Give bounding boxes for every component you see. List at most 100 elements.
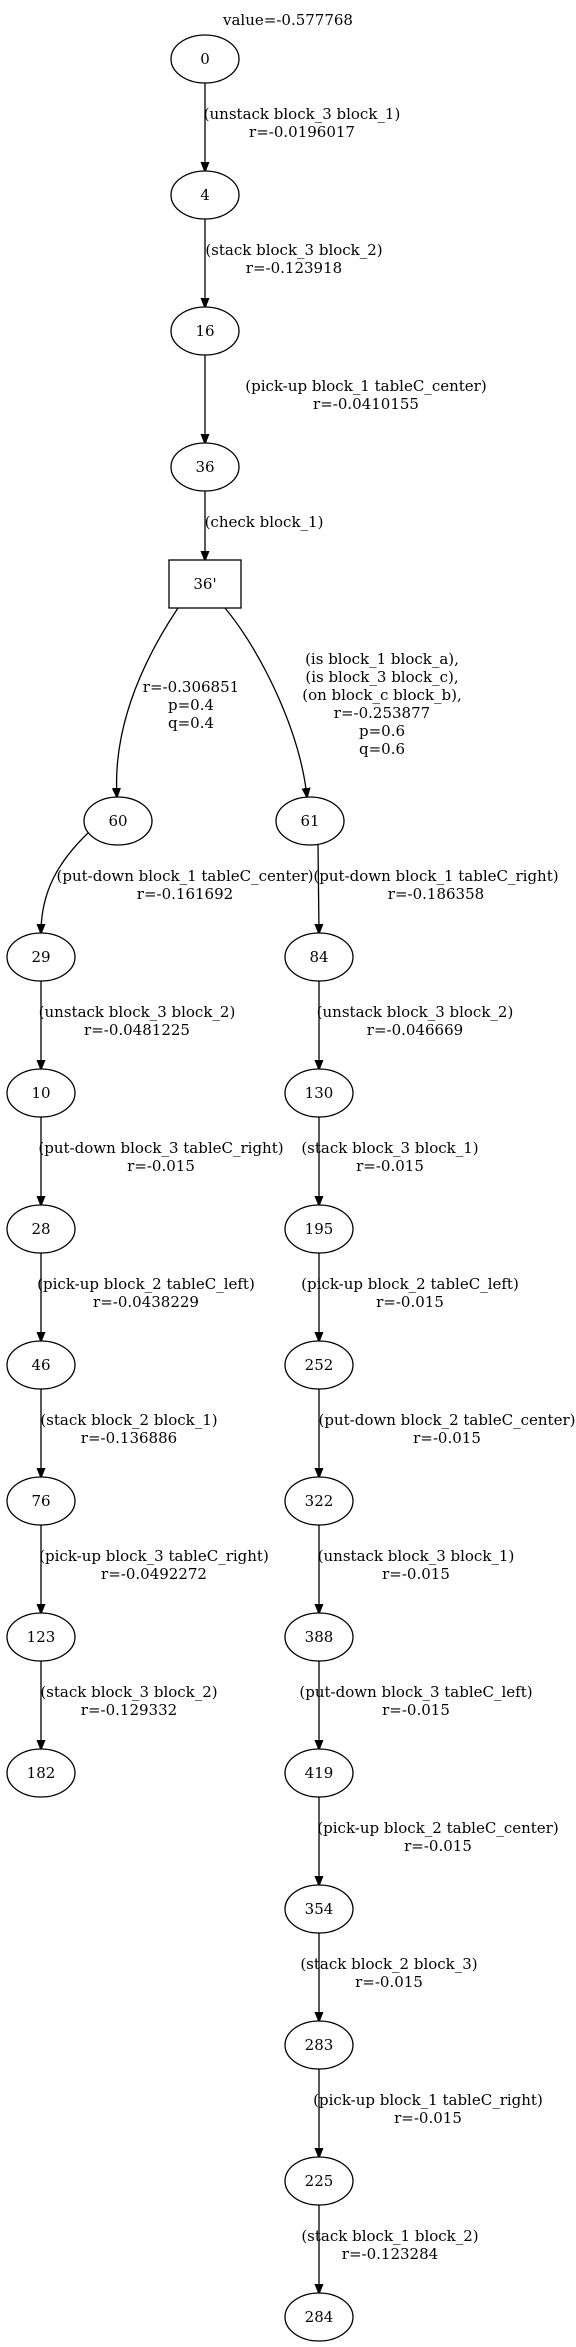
edge-n28-n46: (pick-up block_2 tableC_left)r=-0.043822…	[37, 1253, 255, 1341]
edge-label: r=-0.015	[382, 1565, 450, 1583]
node-n419: 419	[284, 1748, 354, 1798]
edge-label: r=-0.123918	[246, 259, 342, 277]
node-n283: 283	[284, 2020, 354, 2070]
edge-n84-n130: (unstack block_3 block_2)r=-0.046669	[317, 981, 514, 1069]
edge-label: (put-down block_3 tableC_left)	[299, 1683, 532, 1701]
node-label: 354	[305, 1900, 334, 1918]
node-label: 225	[305, 2172, 334, 2190]
node-label: 388	[305, 1628, 334, 1646]
edge-n388-n419: (put-down block_3 tableC_left)r=-0.015	[299, 1661, 533, 1749]
edges: (unstack block_3 block_1)r=-0.0196017(st…	[37, 83, 575, 2293]
edge-label: (stack block_3 block_1)	[301, 1139, 478, 1157]
edge-arrow	[224, 607, 307, 797]
edge-n0-n4: (unstack block_3 block_1)r=-0.0196017	[204, 83, 401, 171]
state-node-ellipse	[6, 1612, 76, 1662]
node-label: 4	[200, 186, 210, 204]
node-label: 419	[305, 1764, 334, 1782]
edge-arrow	[41, 832, 89, 933]
node-label: 84	[309, 948, 328, 966]
edge-label: r=-0.015	[355, 1973, 423, 1991]
edge-n4-n16: (stack block_3 block_2)r=-0.123918	[205, 219, 383, 307]
node-n46: 46	[6, 1340, 76, 1390]
edge-label: (pick-up block_1 tableC_right)	[313, 2091, 543, 2109]
edge-label: (stack block_1 block_2)	[301, 2227, 478, 2245]
node-label: 322	[305, 1492, 334, 1510]
edge-n61-n84: (put-down block_1 tableC_right)r=-0.1863…	[313, 844, 559, 933]
edge-label: r=-0.253877	[334, 704, 430, 722]
edge-n36p-n61: (is block_1 block_a),(is block_3 block_c…	[224, 607, 462, 797]
node-n29: 29	[6, 932, 76, 982]
edge-n322-n388: (unstack block_3 block_1)r=-0.015	[318, 1525, 515, 1613]
edge-n60-n29: (put-down block_1 tableC_center)r=-0.161…	[41, 832, 313, 933]
node-n195: 195	[284, 1204, 354, 1254]
edge-label: p=0.6	[359, 722, 405, 740]
edge-label: r=-0.015	[376, 1293, 444, 1311]
node-label: 130	[305, 1084, 334, 1102]
state-node-ellipse	[284, 1748, 354, 1798]
edge-label: (stack block_3 block_2)	[205, 241, 382, 259]
node-n322: 322	[284, 1476, 354, 1526]
node-n354: 354	[284, 1884, 354, 1934]
edge-label: r=-0.0492272	[101, 1565, 207, 1583]
edge-label: r=-0.015	[404, 1837, 472, 1855]
state-node-ellipse	[284, 1476, 354, 1526]
state-node-ellipse	[284, 2020, 354, 2070]
edge-label: (put-down block_1 tableC_right)	[313, 867, 558, 885]
node-label: 60	[108, 812, 127, 830]
node-label: 182	[27, 1764, 56, 1782]
state-node-ellipse	[284, 932, 354, 982]
edge-label: r=-0.0196017	[249, 123, 355, 141]
state-node-ellipse	[6, 1476, 76, 1526]
edge-label: r=-0.0481225	[84, 1021, 190, 1039]
node-label: 36'	[193, 575, 216, 593]
edge-n283-n225: (pick-up block_1 tableC_right)r=-0.015	[313, 2069, 543, 2157]
node-n61: 61	[275, 796, 345, 846]
edge-label: r=-0.0438229	[93, 1293, 199, 1311]
edge-label: (unstack block_3 block_2)	[39, 1003, 236, 1021]
edge-label: (stack block_2 block_1)	[40, 1411, 217, 1429]
edge-label: r=-0.186358	[388, 885, 484, 903]
node-n182: 182	[6, 1748, 76, 1798]
edge-label: r=-0.015	[382, 1701, 450, 1719]
edge-label: r=-0.015	[394, 2109, 462, 2127]
state-node-ellipse	[284, 1884, 354, 1934]
edge-label: (unstack block_3 block_2)	[317, 1003, 514, 1021]
edge-label: r=-0.129332	[81, 1701, 177, 1719]
node-n388: 388	[284, 1612, 354, 1662]
state-node-ellipse	[6, 1340, 76, 1390]
edge-label: (is block_3 block_c),	[305, 668, 458, 686]
edge-label: (pick-up block_3 tableC_right)	[39, 1547, 269, 1565]
state-node-ellipse	[83, 796, 153, 846]
chance-node-box	[168, 559, 242, 609]
node-n4: 4	[170, 170, 240, 220]
edge-n36-n36p: (check block_1)	[205, 491, 324, 560]
node-label: 46	[31, 1356, 50, 1374]
node-n60: 60	[83, 796, 153, 846]
node-label: 28	[31, 1220, 50, 1238]
state-node-ellipse	[6, 1748, 76, 1798]
edge-label: (stack block_3 block_2)	[40, 1683, 217, 1701]
node-label: 10	[31, 1084, 50, 1102]
edge-label: (on block_c block_b),	[302, 686, 462, 704]
edge-label: (is block_1 block_a),	[305, 650, 459, 668]
node-label: 16	[195, 322, 214, 340]
edge-label: (unstack block_3 block_1)	[318, 1547, 515, 1565]
node-n36: 36	[170, 442, 240, 492]
edge-label: (unstack block_3 block_1)	[204, 105, 401, 123]
edge-label: r=-0.015	[413, 1429, 481, 1447]
node-n252: 252	[284, 1340, 354, 1390]
edge-label: r=-0.306851	[143, 678, 239, 696]
node-n130: 130	[284, 1068, 354, 1118]
state-node-ellipse	[6, 1068, 76, 1118]
state-node-ellipse	[284, 1068, 354, 1118]
node-n16: 16	[170, 306, 240, 356]
edge-label: r=-0.123284	[342, 2245, 438, 2263]
edge-label: (check block_1)	[205, 513, 324, 531]
edge-arrow	[318, 844, 319, 933]
edge-label: r=-0.161692	[137, 885, 233, 903]
state-node-ellipse	[284, 2156, 354, 2206]
node-label: 283	[305, 2036, 334, 2054]
edge-n354-n283: (stack block_2 block_3)r=-0.015	[300, 1933, 478, 2021]
